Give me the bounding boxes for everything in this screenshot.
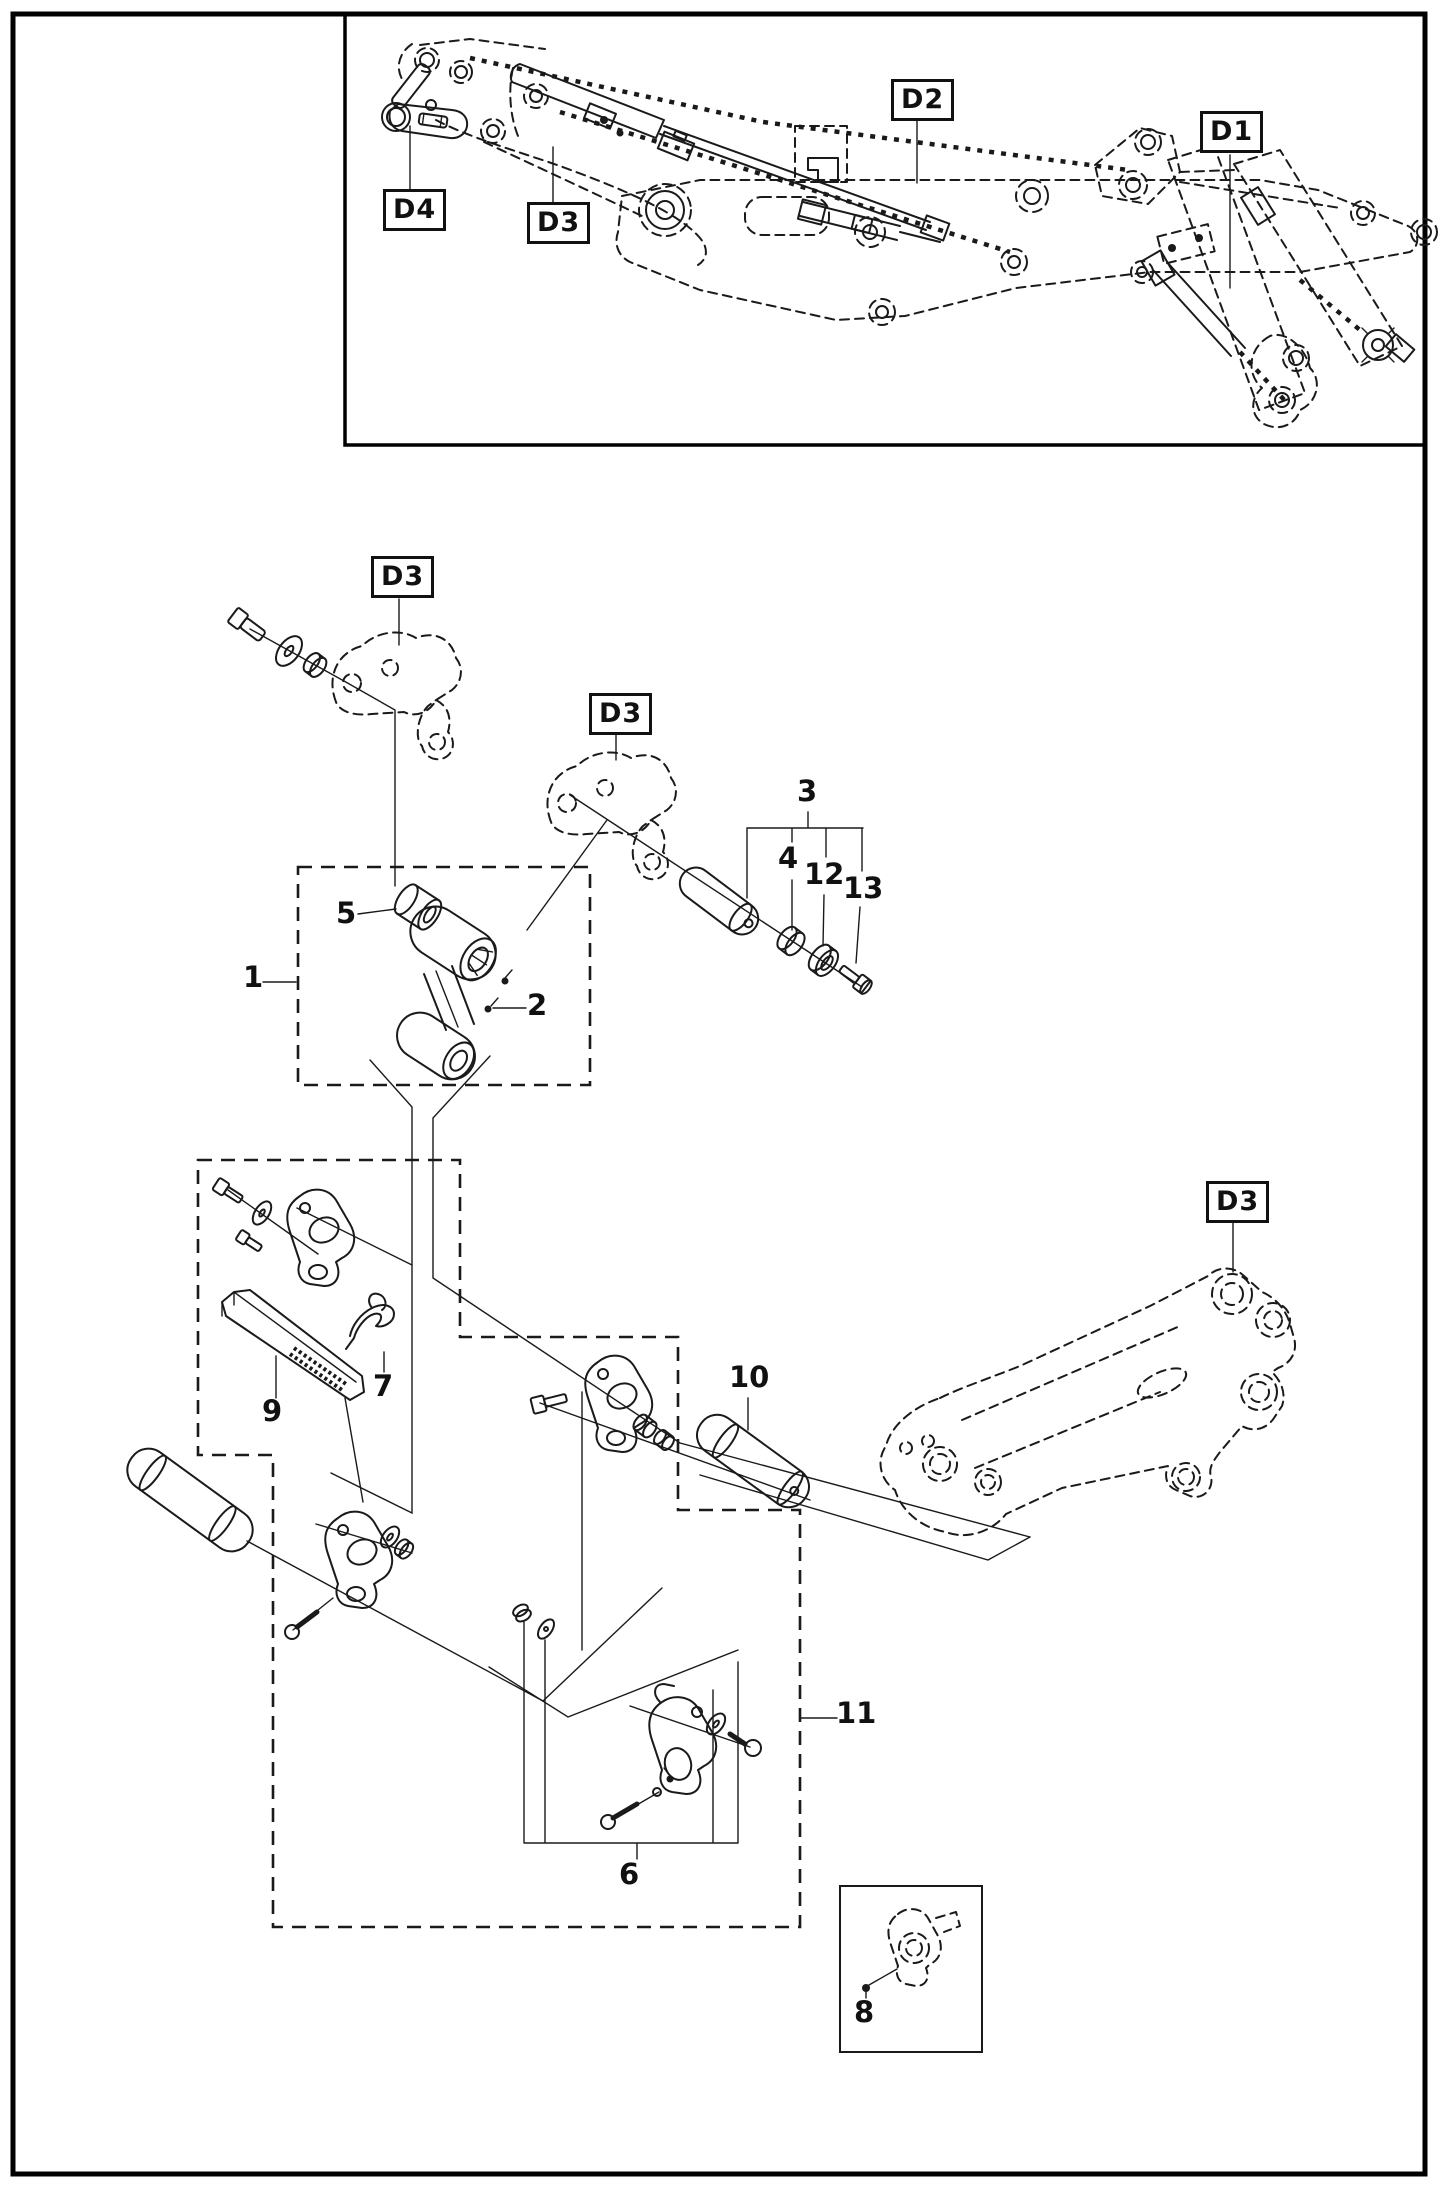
bushing-12 (807, 943, 840, 977)
clamp-bracket-top (211, 1177, 356, 1287)
bracket-d3-left (331, 631, 462, 761)
part-number-13: 13 (843, 871, 884, 905)
lift-cylinder-art (509, 63, 951, 242)
clamp-bracket-6 (512, 1603, 762, 1830)
part-number-10: 10 (729, 1360, 770, 1394)
part-number-7: 7 (373, 1369, 394, 1403)
clamp-bracket-lower (284, 1510, 415, 1640)
overview-inset-frame (343, 16, 1424, 447)
part-number-9: 9 (262, 1394, 283, 1428)
cotter-pin-7 (345, 1292, 395, 1350)
part-number-11: 11 (836, 1696, 877, 1730)
group-box-1 (296, 865, 592, 1087)
bolt-13 (838, 964, 873, 995)
arm-d2-dashed-art (615, 125, 1438, 321)
ref-label-d3-right: D3 (1206, 1181, 1270, 1223)
pivot-pin-3 (678, 866, 760, 936)
boom-d3-dashed-art (419, 38, 1154, 326)
ref-label-d2: D2 (891, 79, 955, 121)
part-number-3: 3 (797, 774, 818, 808)
cylinders-d1-dashed-art (1094, 127, 1416, 429)
part-number-5: 5 (336, 896, 357, 930)
wedge-strip-9 (221, 1289, 365, 1401)
inspection-box-8 (839, 1885, 983, 2053)
ref-label-d1: D1 (1200, 111, 1264, 153)
ref-label-d4: D4 (383, 189, 447, 231)
ref-label-d3-mid-center: D3 (589, 693, 653, 735)
part-number-12: 12 (804, 857, 845, 891)
clamp-bracket-mid (529, 1354, 676, 1453)
ref-label-d3-mid-left: D3 (371, 556, 435, 598)
bracket-d3-center (546, 751, 677, 881)
part-number-4: 4 (778, 841, 799, 875)
nut-washer-6 (512, 1603, 555, 1640)
part-number-6: 6 (619, 1857, 640, 1891)
assembly-axis-lines (227, 628, 863, 1820)
part-number-8: 8 (854, 1995, 875, 2029)
bolt-washer-nut-chain-left (227, 607, 328, 678)
ref-label-d3-top: D3 (527, 202, 591, 244)
group-9-11-box (196, 1158, 802, 1929)
part-number-2: 2 (527, 988, 548, 1022)
pin-10 (696, 1413, 810, 1509)
boom-overview-art (381, 38, 1438, 429)
leader-lines (262, 118, 1234, 1999)
part-number-1: 1 (243, 960, 264, 994)
page-border (10, 11, 1428, 2177)
witness-lines (246, 680, 1031, 1718)
part1-group (296, 865, 592, 1087)
arm-d3-right-dashed (879, 1267, 1296, 1537)
pin-left (126, 1447, 254, 1553)
d4-link-art (381, 43, 506, 144)
swing-link-2 (396, 905, 513, 1081)
